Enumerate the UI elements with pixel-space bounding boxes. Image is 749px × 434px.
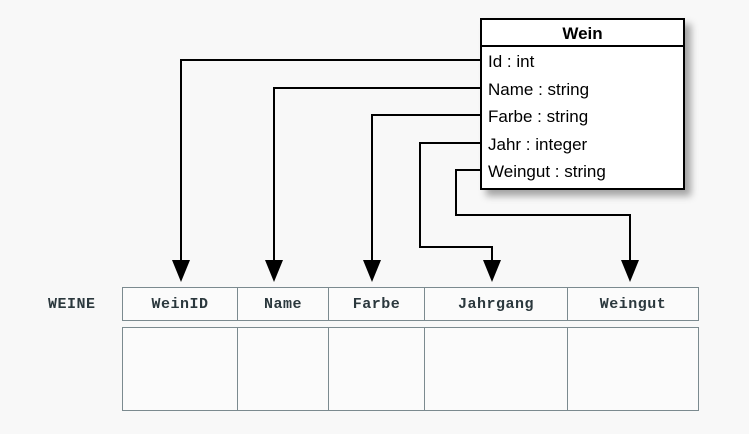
connector-id-to-weinid <box>172 59 480 282</box>
arrowhead-icon <box>363 260 381 282</box>
connector-jahr-to-jahrgang <box>419 142 501 282</box>
arrowhead-icon <box>483 260 501 282</box>
column-header-jahrgang: Jahrgang <box>425 288 568 320</box>
class-attribute-weingut: Weingut : string <box>488 162 606 181</box>
table-header-row: WeinID Name Farbe Jahrgang Weingut <box>122 287 699 321</box>
column-header-name: Name <box>238 288 329 320</box>
relational-table: WeinID Name Farbe Jahrgang Weingut <box>122 287 699 411</box>
class-name: Wein <box>482 20 683 47</box>
arrowhead-icon <box>621 260 639 282</box>
column-header-farbe: Farbe <box>329 288 425 320</box>
table-cell-weinid <box>123 328 238 410</box>
connector-name-to-name <box>265 87 480 282</box>
column-header-weinid: WeinID <box>123 288 238 320</box>
table-cell-name <box>238 328 329 410</box>
table-cell-farbe <box>329 328 425 410</box>
arrowhead-icon <box>172 260 190 282</box>
table-cell-jahrgang <box>425 328 568 410</box>
table-row <box>122 327 699 411</box>
uml-class-box[interactable]: Wein Id : int Name : string Farbe : stri… <box>480 18 685 190</box>
column-header-weingut: Weingut <box>599 295 667 313</box>
table-name-label: WEINE <box>48 296 96 313</box>
class-attribute-list: Id : int Name : string Farbe : string Ja… <box>482 47 683 186</box>
arrowhead-icon <box>265 260 283 282</box>
table-cell-weingut <box>568 328 698 410</box>
class-attribute-name: Name : string <box>488 79 590 99</box>
class-attribute-jahr: Jahr : integer <box>488 134 588 154</box>
class-attribute-farbe: Farbe : string <box>488 107 589 126</box>
class-attribute-id: Id : int <box>488 52 535 71</box>
connector-weingut-to-weingut <box>455 169 639 282</box>
connector-farbe-to-farbe <box>363 114 480 282</box>
